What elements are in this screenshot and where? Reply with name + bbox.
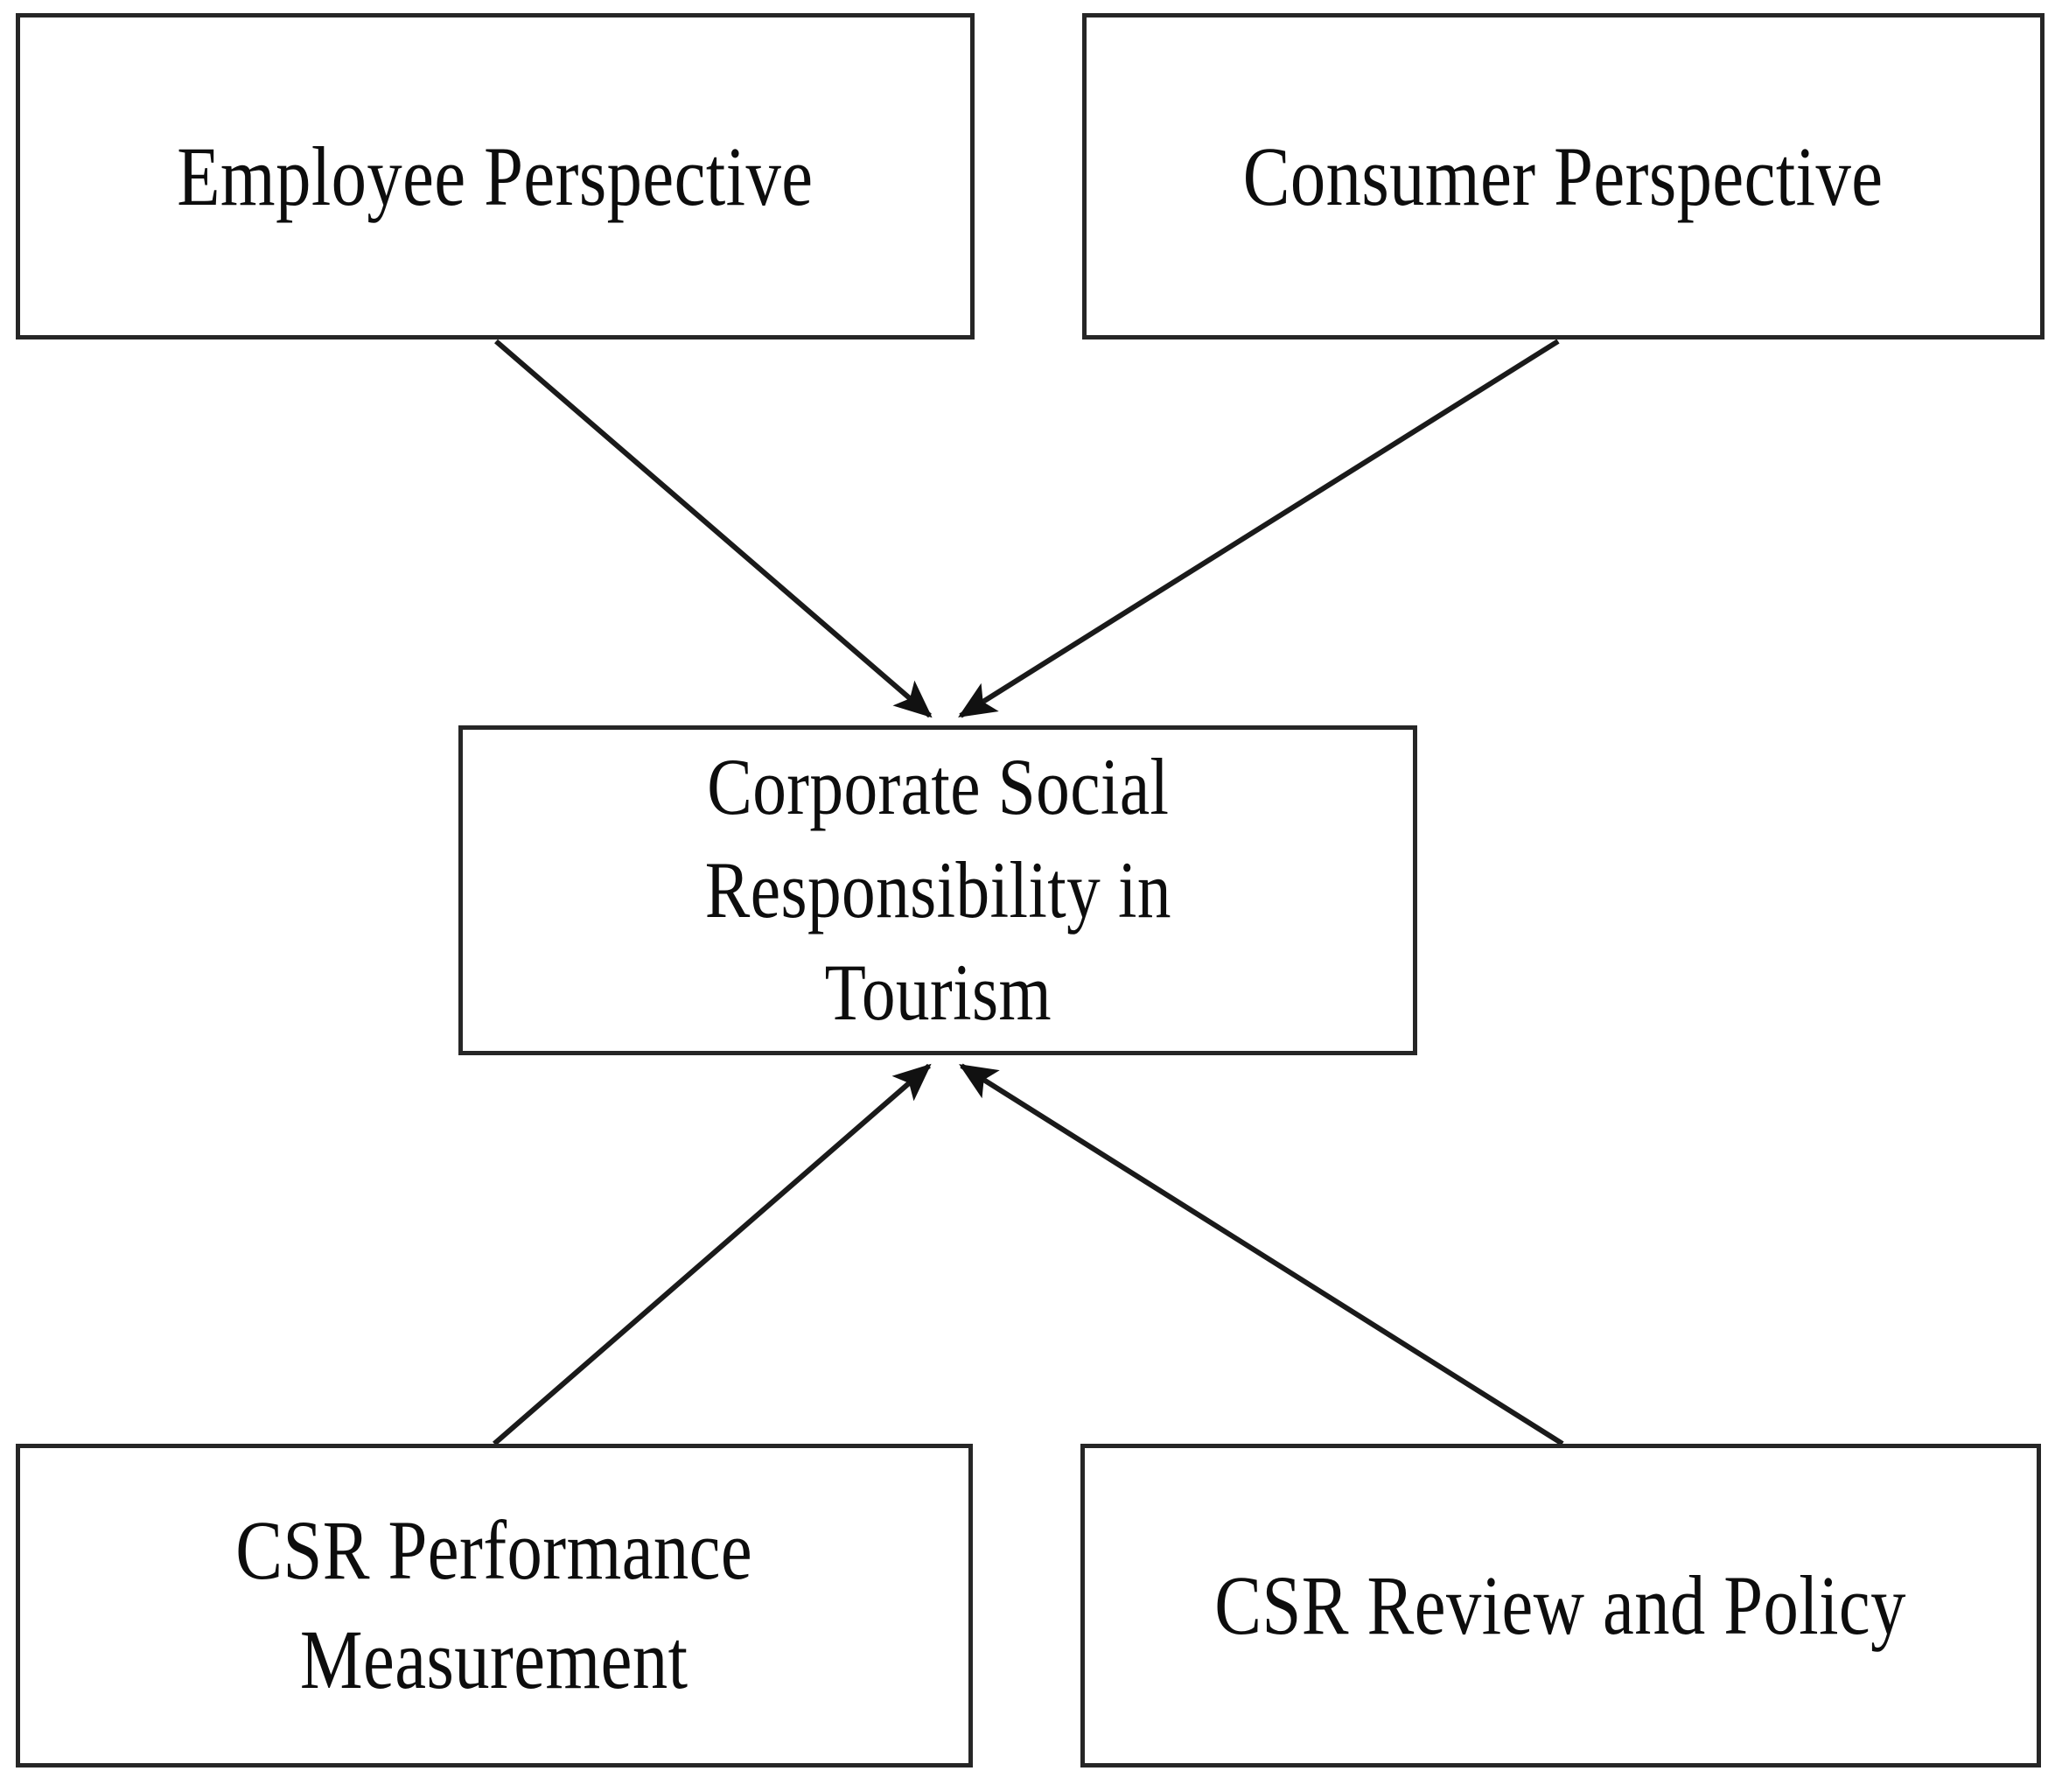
node-label-consumer-perspective: Consumer Perspective <box>1243 129 1884 223</box>
edge-employee-to-csr <box>494 339 933 718</box>
node-label-csr-tourism: Corporate Social Responsibility in Touri… <box>704 741 1171 1038</box>
node-csr-review-policy[interactable]: CSR Review and Policy <box>1080 1444 2041 1768</box>
edge-performance-to-csr <box>493 1063 932 1446</box>
node-label-csr-review-policy: CSR Review and Policy <box>1214 1558 1907 1653</box>
node-consumer-perspective[interactable]: Consumer Perspective <box>1082 13 2045 340</box>
edge-consumer-to-csr <box>958 339 1560 718</box>
node-csr-performance-measurement[interactable]: CSR Performance Measurement <box>16 1444 973 1768</box>
node-label-employee-perspective: Employee Perspective <box>177 129 814 223</box>
node-label-csr-performance-measurement: CSR Performance Measurement <box>235 1503 753 1706</box>
node-employee-perspective[interactable]: Employee Perspective <box>16 13 975 340</box>
edge-review-to-csr <box>959 1063 1564 1446</box>
node-csr-tourism[interactable]: Corporate Social Responsibility in Touri… <box>458 725 1417 1055</box>
